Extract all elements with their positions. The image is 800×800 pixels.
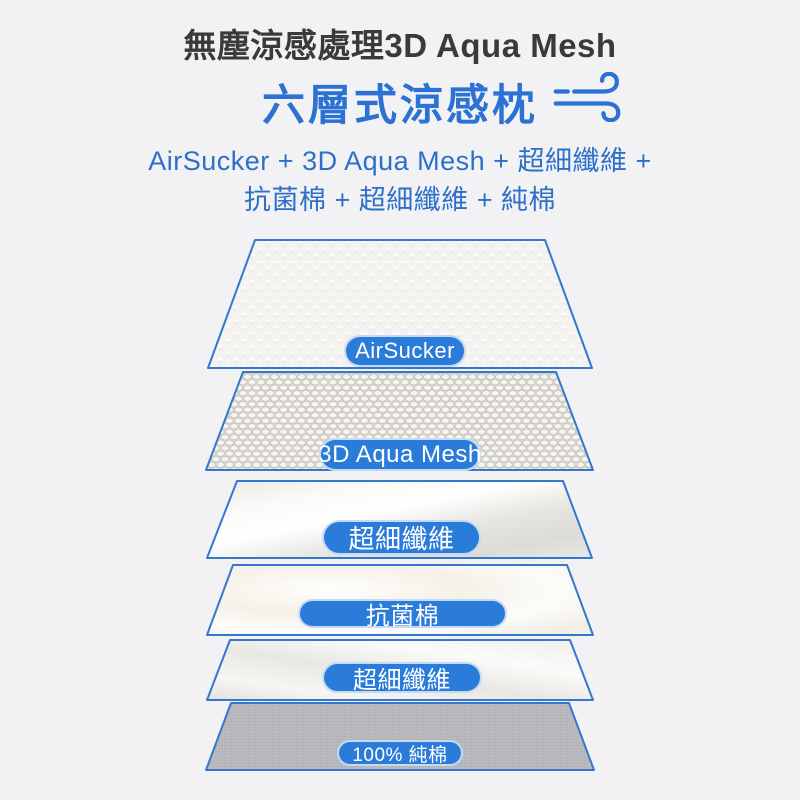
material-formula: AirSucker + 3D Aqua Mesh + 超細纖維 + 抗菌棉 + … <box>0 142 800 220</box>
layer-label-cotton: 抗菌棉 <box>298 599 507 630</box>
layer-label-aqua-mesh: 3D Aqua Mesh <box>318 438 481 471</box>
material-formula-line1: AirSucker + 3D Aqua Mesh + 超細纖維 + <box>148 146 652 176</box>
layer-label-microfiber2: 超細纖維 <box>322 662 482 694</box>
layer-label-airsucker: AirSucker <box>344 335 466 367</box>
layer-label-pure-cotton: 100% 純棉 <box>337 740 463 766</box>
layer-surface-airsucker <box>207 239 593 369</box>
page-title: 無塵涼感處理3D Aqua Mesh <box>183 27 617 64</box>
material-formula-line2: 抗菌棉 + 超細纖維 + 純棉 <box>243 185 557 215</box>
layer-surface-aqua-mesh <box>205 371 594 471</box>
wind-icon <box>553 72 621 122</box>
layer-label-microfiber1: 超細纖維 <box>322 520 481 555</box>
layer-surface-pure-cotton <box>205 702 595 771</box>
page-subtitle: 六層式涼感枕 <box>262 82 538 130</box>
